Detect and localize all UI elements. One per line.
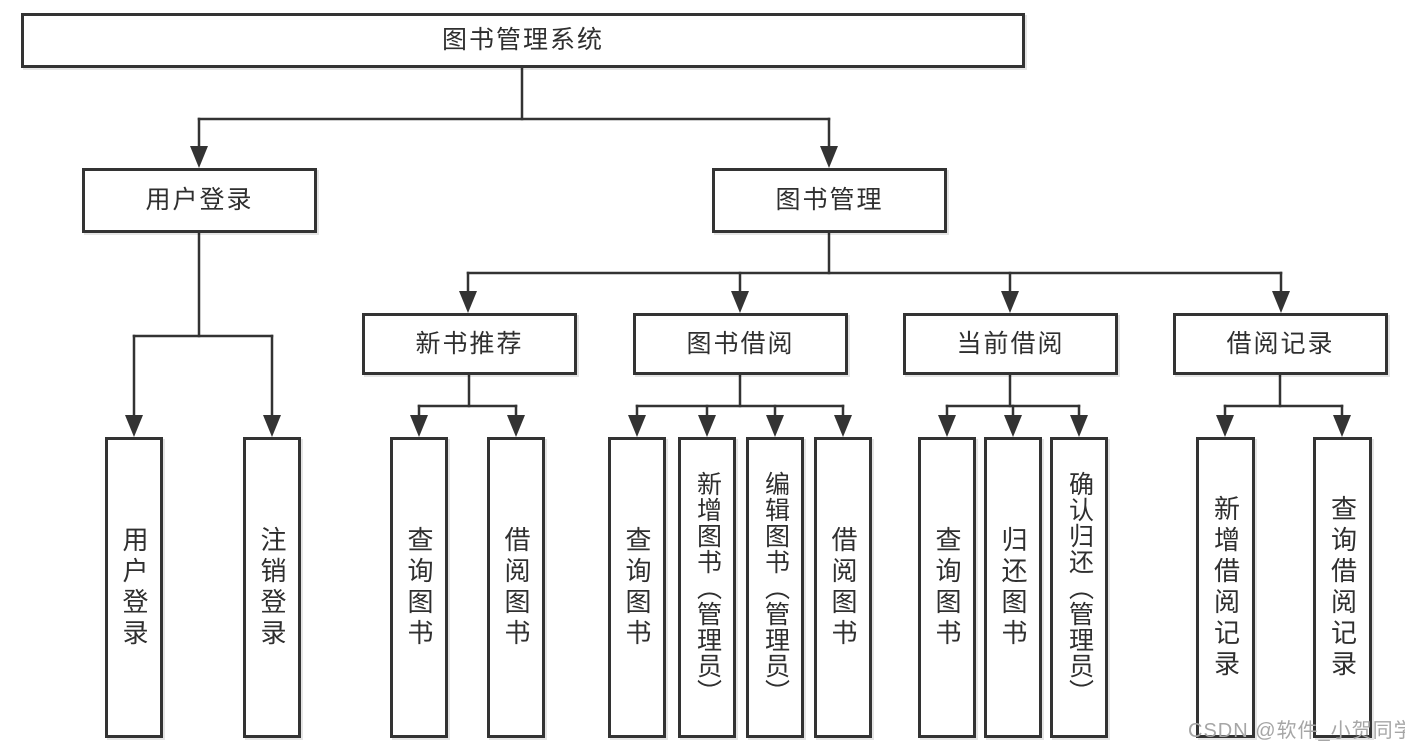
- node-user-login: 用户登录: [82, 168, 317, 233]
- leaf-confirm-return-admin: 确认归还（管理员）: [1050, 437, 1108, 738]
- node-new-book-recommend-label: 新书推荐: [415, 329, 524, 358]
- leaf-query-books-3: 查询图书: [918, 437, 976, 738]
- leaf-user-login-label: 用户登录: [119, 525, 149, 650]
- node-user-login-label: 用户登录: [145, 186, 254, 214]
- leaf-user-login: 用户登录: [105, 437, 163, 738]
- leaf-edit-book-admin-label: 编辑图书（管理员）: [761, 470, 790, 705]
- leaf-edit-book-admin: 编辑图书（管理员）: [746, 437, 804, 738]
- leaf-borrow-books-2-label: 借阅图书: [828, 525, 858, 650]
- leaf-query-books-1-label: 查询图书: [404, 525, 434, 650]
- node-book-management-label: 图书管理: [775, 186, 884, 214]
- node-book-borrowing-label: 图书借阅: [686, 329, 795, 358]
- leaf-query-books-3-label: 查询图书: [932, 525, 962, 650]
- node-borrow-records-label: 借阅记录: [1226, 329, 1335, 358]
- node-book-management: 图书管理: [712, 168, 947, 233]
- node-borrow-records: 借阅记录: [1173, 313, 1388, 375]
- node-current-borrowing: 当前借阅: [903, 313, 1118, 375]
- watermark: CSDN @软件_小贺同学: [1188, 720, 1405, 742]
- node-new-book-recommend: 新书推荐: [362, 313, 577, 375]
- leaf-add-book-admin: 新增图书（管理员）: [678, 437, 736, 738]
- leaf-query-books-2: 查询图书: [608, 437, 666, 738]
- leaf-query-books-2-label: 查询图书: [622, 525, 652, 650]
- leaf-borrow-books-2: 借阅图书: [814, 437, 872, 738]
- leaf-query-borrow-record: 查询借阅记录: [1313, 437, 1372, 738]
- leaf-borrow-books-1-label: 借阅图书: [501, 525, 531, 650]
- leaf-add-borrow-record-label: 新增借阅记录: [1210, 494, 1241, 681]
- node-library-system: 图书管理系统: [21, 13, 1025, 68]
- leaf-logout: 注销登录: [243, 437, 301, 738]
- node-current-borrowing-label: 当前借阅: [956, 329, 1065, 358]
- leaf-query-books-1: 查询图书: [390, 437, 448, 738]
- leaf-logout-label: 注销登录: [257, 525, 287, 650]
- leaf-confirm-return-admin-label: 确认归还（管理员）: [1065, 470, 1094, 705]
- leaf-return-book: 归还图书: [984, 437, 1042, 738]
- leaf-add-book-admin-label: 新增图书（管理员）: [693, 470, 722, 705]
- node-library-system-label: 图书管理系统: [441, 26, 604, 54]
- leaf-query-borrow-record-label: 查询借阅记录: [1327, 494, 1358, 681]
- leaf-add-borrow-record: 新增借阅记录: [1196, 437, 1255, 738]
- leaf-borrow-books-1: 借阅图书: [487, 437, 545, 738]
- leaf-return-book-label: 归还图书: [998, 525, 1028, 650]
- node-book-borrowing: 图书借阅: [633, 313, 848, 375]
